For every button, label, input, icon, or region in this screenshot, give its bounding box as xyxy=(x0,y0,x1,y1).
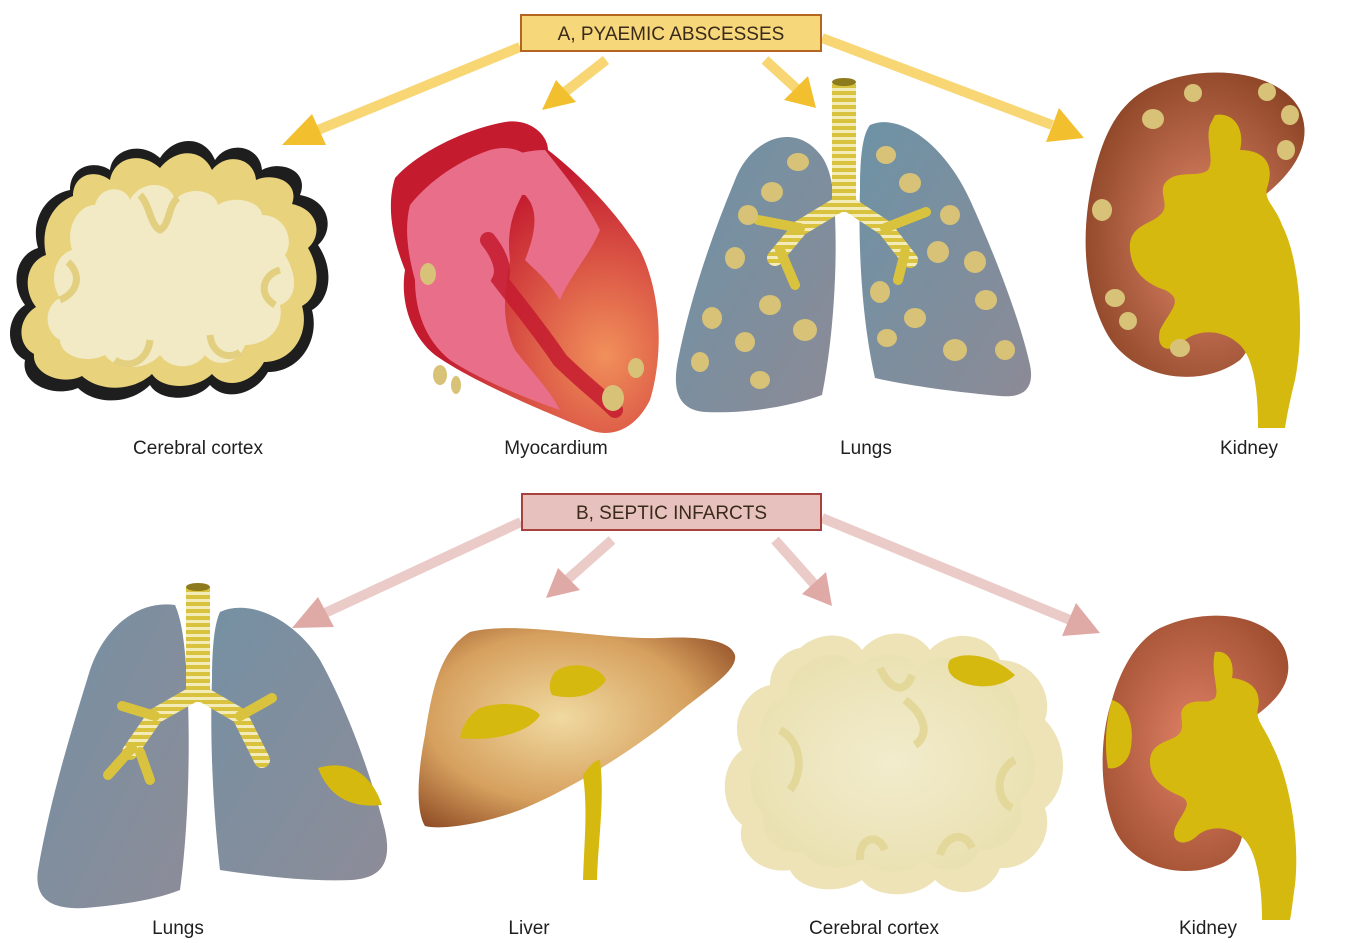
arrow-to-myocardium-a xyxy=(542,60,606,110)
cerebral-cortex-illustration-a xyxy=(10,141,328,400)
label-liver: Liver xyxy=(508,918,549,940)
heading-septic-infarcts: B, SEPTIC INFARCTS xyxy=(521,493,822,531)
arrow-to-lungs-a xyxy=(765,60,816,108)
arrow-to-kidney-b xyxy=(822,518,1100,636)
label-kidney-a: Kidney xyxy=(1220,438,1278,460)
label-lungs-b: Lungs xyxy=(152,918,204,940)
liver-illustration xyxy=(419,628,736,880)
label-myocardium: Myocardium xyxy=(504,438,607,460)
arrow-to-liver-b xyxy=(546,540,612,598)
kidney-illustration-a xyxy=(1086,73,1305,428)
arrow-to-cerebral-cortex-b xyxy=(775,540,832,606)
myocardium-illustration xyxy=(391,121,659,433)
arrows-section-b xyxy=(292,518,1100,636)
arrow-to-lungs-b xyxy=(292,522,521,628)
arrows-section-a xyxy=(282,38,1084,145)
lungs-illustration-a xyxy=(676,78,1031,412)
arrow-to-kidney-a xyxy=(822,38,1084,142)
label-lungs-a: Lungs xyxy=(840,438,892,460)
label-cerebral-cortex-a: Cerebral cortex xyxy=(133,438,263,460)
kidney-illustration-b xyxy=(1103,616,1297,920)
heading-pyaemic-abscesses: A, PYAEMIC ABSCESSES xyxy=(520,14,822,52)
lungs-illustration-b xyxy=(37,583,387,908)
label-kidney-b: Kidney xyxy=(1179,918,1237,940)
label-cerebral-cortex-b: Cerebral cortex xyxy=(809,918,939,940)
cerebral-cortex-illustration-b xyxy=(725,634,1063,895)
